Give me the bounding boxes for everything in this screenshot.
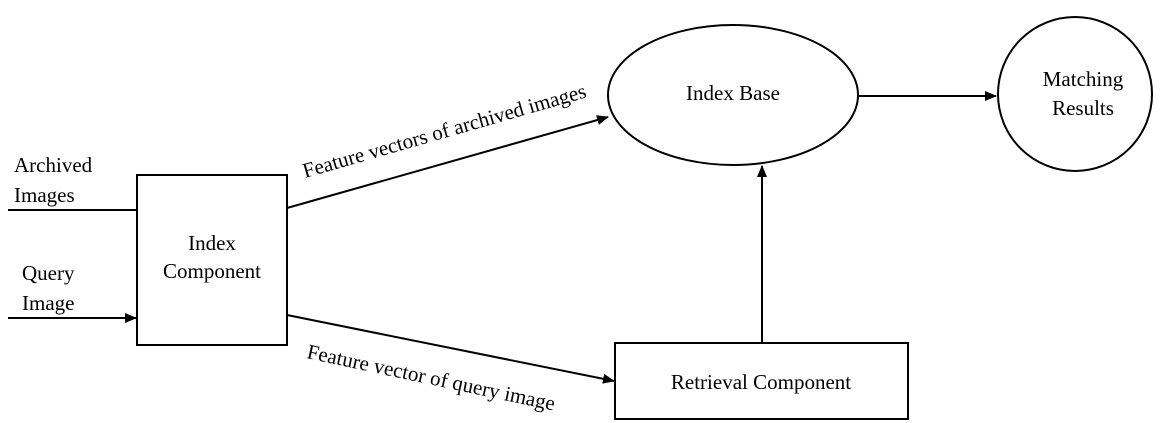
query-image-label-line2: Image	[22, 291, 74, 315]
archived-features-edge-label: Feature vectors of archived images	[300, 79, 589, 183]
index-base-label: Index Base	[686, 81, 780, 105]
query-features-arrow	[286, 314, 615, 384]
retrieval-component-label: Retrieval Component	[671, 370, 851, 394]
index-component-label-line2: Component	[163, 259, 261, 283]
index-component-box	[136, 174, 288, 346]
matching-results-label-line1: Matching	[1043, 67, 1124, 91]
archived-features-arrow	[286, 115, 609, 209]
index-component-label-line1: Index	[188, 231, 236, 255]
matching-results-label-line2: Results	[1052, 96, 1114, 120]
archived-images-label-line1: Archived	[14, 153, 93, 177]
query-image-label-line1: Query	[22, 261, 75, 285]
matching-results-circle	[997, 16, 1153, 172]
retrieval-component-box	[614, 342, 909, 420]
query-features-edge-label: Feature vector of query image	[305, 339, 558, 415]
archived-images-label-line2: Images	[14, 183, 75, 207]
